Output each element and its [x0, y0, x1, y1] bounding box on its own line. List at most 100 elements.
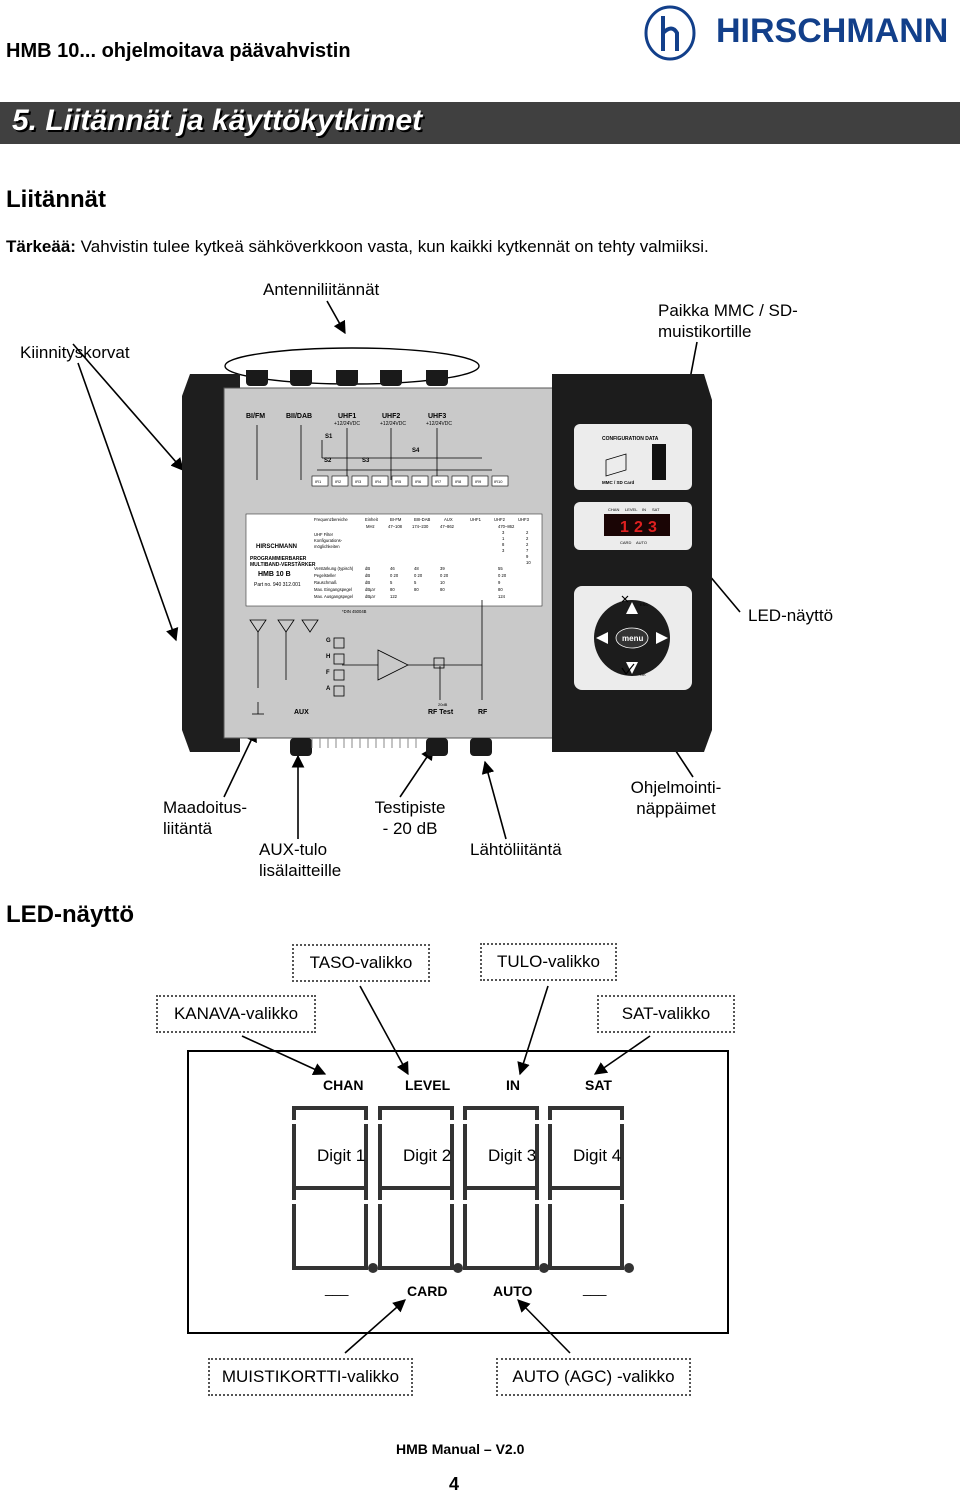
ir-label-9: IR9	[475, 479, 482, 484]
key-down-icon[interactable]	[626, 662, 638, 674]
arrow-auto	[517, 1299, 571, 1354]
label-ground: Maadoitus- liitäntä	[163, 797, 247, 839]
heatsink-fins	[311, 738, 417, 748]
key-up-icon[interactable]	[626, 602, 638, 614]
digit-label-4: Digit 4	[573, 1146, 622, 1165]
menu-key[interactable]	[615, 627, 649, 649]
footer-manual: HMB Manual – V2.0	[396, 1441, 525, 1457]
ok-check-icon[interactable]	[621, 663, 635, 676]
plate-cell-r3-c3: 80	[414, 587, 419, 592]
led-digit-1: 1	[620, 519, 629, 536]
digit-outlines	[292, 1106, 624, 1270]
plate-header-5: UHF1	[470, 517, 482, 522]
plate-cell-r1-c4: 0 20	[440, 573, 449, 578]
indicator-chan: CHAN	[323, 1077, 364, 1093]
label-aux-input: AUX-tulo lisälaitteille	[259, 839, 341, 881]
digit-label-2: Digit 2	[403, 1146, 452, 1165]
brand-logo	[644, 5, 696, 61]
plate-cell-r3-c2: 80	[390, 587, 395, 592]
key-left-icon[interactable]	[596, 632, 608, 644]
led-ind-in: IN	[642, 507, 646, 512]
arrow-kanava	[241, 1035, 327, 1076]
menu-key-label: menu	[622, 634, 643, 643]
plate-header-7: UHF3	[518, 517, 530, 522]
label-output: Lähtöliitäntä	[470, 840, 562, 859]
plate-cell-r2-c4: 10	[440, 580, 445, 585]
input-label-5: UHF3	[428, 413, 446, 420]
arrow-sat	[593, 1035, 651, 1075]
plate-cell-r4-c1: dBµV	[365, 594, 376, 599]
side-label-h: H	[326, 654, 330, 660]
plate-cell-r4-c0: Max. Ausgangspegel	[314, 594, 353, 599]
ir-label-10: IR10	[494, 479, 503, 484]
led-ind-auto: AUTO	[636, 540, 647, 545]
plate-header-6: UHF2	[494, 517, 506, 522]
esc-key-icon[interactable]	[621, 595, 629, 603]
label-aux-input-line2: lisälaitteille	[259, 861, 342, 880]
ok-key-label: OK	[640, 672, 646, 677]
plate-part: Part no. 940 312.001	[254, 582, 301, 588]
arrow-mounting-1	[72, 343, 184, 471]
brand-name: HIRSCHMANN	[716, 12, 949, 50]
bottom-label-rf: RF	[478, 709, 488, 716]
menu-box-sat: SAT-valikko	[597, 995, 735, 1033]
indicator-sat: SAT	[585, 1077, 612, 1093]
plate-cell-r0-c2: 46	[390, 566, 395, 571]
plate-header-1: Einheit	[365, 517, 379, 522]
switch-label-s1: S1	[325, 434, 333, 440]
plate-cell-r1-c1: dB	[365, 573, 370, 578]
side-label-a: A	[326, 686, 331, 692]
arrow-antenna	[326, 300, 346, 335]
led-display-diagram	[187, 1050, 729, 1334]
plate-cell-r2-c2: 5	[390, 580, 393, 585]
arrow-taso	[359, 985, 409, 1076]
seven-segment-digits	[290, 1106, 634, 1273]
plate-table: Frequenzbereiche Einheit BI-FM BIII-DAB …	[314, 517, 531, 565]
digit-label-3: Digit 3	[488, 1146, 537, 1165]
arrow-output	[481, 760, 507, 840]
plate-cell-r0-c5: 55	[498, 566, 503, 571]
indicator-in: IN	[506, 1077, 520, 1093]
input-label-2: BII/DAB	[286, 413, 312, 420]
led-digit-2: 2	[634, 519, 643, 536]
plate-header-0: Frequenzbereiche	[314, 517, 348, 522]
ir-label-2: IR2	[335, 479, 342, 484]
card-slot[interactable]	[652, 444, 666, 480]
side-label-g: G	[326, 638, 331, 644]
label-aux-input-line1: AUX-tulo	[259, 840, 328, 859]
plate-cell-r1-c5: 0 20	[498, 573, 507, 578]
led-digit-3: 3	[648, 519, 657, 536]
plate-uhf-filter: UHF Filter	[314, 532, 334, 537]
important-note-prefix: Tärkeää:	[6, 237, 76, 256]
section-banner	[0, 102, 960, 144]
plate-freq-1: 47–108	[388, 524, 403, 529]
plate-config-5: 2	[526, 542, 529, 547]
side-label-f: F	[326, 670, 330, 676]
digit-label-1: Digit 1	[317, 1146, 366, 1165]
led-heading: LED-näyttö	[6, 901, 134, 928]
plate-config-6: 3	[502, 548, 505, 553]
label-test-point-line1: Testipiste	[374, 798, 446, 817]
plate-config-0: 3	[502, 530, 505, 535]
plate-config-8: 9	[526, 554, 529, 559]
plate-cell-r1-c2: 0 20	[390, 573, 399, 578]
important-note: Tärkeää: Vahvistin tulee kytkeä sähköver…	[6, 237, 709, 257]
plate-cell-r1-c3: 0 20	[414, 573, 423, 578]
plate-config-line1: Konfigurations-	[314, 538, 343, 543]
ir-label-1: IR1	[315, 479, 322, 484]
ground-symbol	[252, 702, 264, 715]
plate-cell-r2-c1: dB	[365, 580, 370, 585]
plate-config-line2: möglichkeiten	[314, 544, 340, 549]
plate-header-2: BI-FM	[390, 517, 402, 522]
label-ground-line1: Maadoitus-	[163, 798, 248, 817]
indicator-auto: AUTO	[493, 1283, 533, 1299]
section-banner-title: 5. Liitännät ja käyttökytkimet	[12, 104, 423, 137]
type-plate	[245, 513, 543, 607]
label-programming-keys-line2: näppäimet	[636, 799, 716, 818]
uhf-supply-1: +12/24VDC	[334, 421, 360, 427]
key-right-icon[interactable]	[656, 632, 668, 644]
plate-config-1: 2	[526, 530, 529, 535]
page-number: 4	[449, 1474, 460, 1494]
ir-label-3: IR3	[355, 479, 362, 484]
